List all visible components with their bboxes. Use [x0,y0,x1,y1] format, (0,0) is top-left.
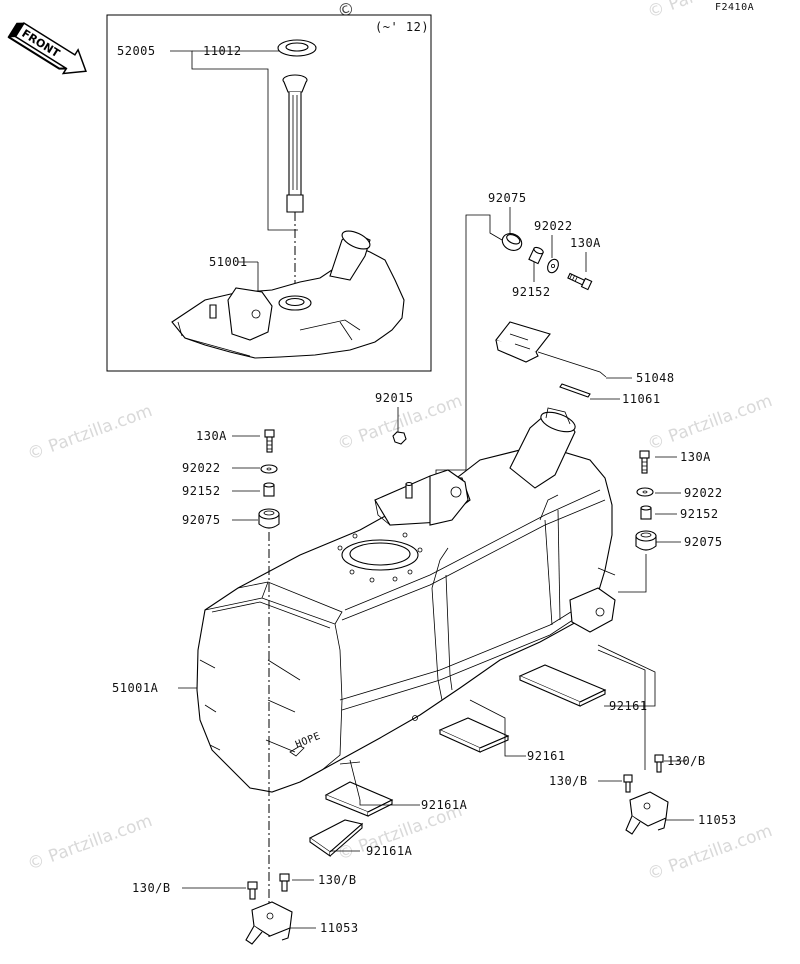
leader-line [597,649,646,770]
part-label-92075-right[interactable]: 92075 [684,535,723,549]
nut-92015 [392,431,407,445]
bolt-130b-b1 [247,881,258,900]
part-label-130b-r1[interactable]: 130/B [667,754,706,768]
collar-92152-left [263,482,275,497]
leader-line [469,699,526,757]
part-label-92161-r1[interactable]: 92161 [609,699,648,713]
leader-line [618,554,647,593]
part-label-130b-b2[interactable]: 130/B [318,873,357,887]
part-label-92161-r2[interactable]: 92161 [527,749,566,763]
leader-line [597,644,656,707]
part-label-51001a[interactable]: 51001A [112,681,159,695]
part-label-130b-r2[interactable]: 130/B [549,774,588,788]
part-label-92075-left[interactable]: 92075 [182,513,221,527]
grommet-92075-right [635,530,657,551]
part-label-130a-top[interactable]: 130A [570,236,601,250]
watermark-text: © Partzilla.com [645,391,775,455]
part-label-92152-top[interactable]: 92152 [512,285,551,299]
pad-92161a-upper [324,781,394,817]
leader-line [435,214,503,505]
part-label-92161a-2[interactable]: 92161A [366,844,413,858]
part-label-11012[interactable]: 11012 [203,44,242,58]
part-label-130a-right[interactable]: 130A [680,450,711,464]
bolt-130a-top [567,272,593,291]
grommet-92075-top [501,233,523,251]
watermark-text: © Partzilla.com [645,821,775,885]
part-label-11053-bottom[interactable]: 11053 [320,921,359,935]
part-label-92161a-1[interactable]: 92161A [421,798,468,812]
fuel-tank-inset-51001 [171,230,405,359]
bolt-130b-r2 [623,774,633,793]
part-label-92022-right[interactable]: 92022 [684,486,723,500]
grommet-92075-left [258,508,280,529]
seal-11061 [559,383,591,398]
pad-92161-lower [438,717,510,753]
fuel-sender-52005 [282,74,308,213]
leader-line [170,50,298,231]
front-arrow-icon: FRONT [7,22,87,75]
part-label-52005[interactable]: 52005 [117,44,156,58]
part-label-92015[interactable]: 92015 [375,391,414,405]
washer-92022-right [636,487,654,497]
washer-92022-top [547,258,559,274]
watermark-text: © Partzilla.com [25,401,155,465]
collar-92152-top [528,246,544,265]
fuel-tank-51001a: HOPE [196,407,616,793]
washer-92022-left [260,464,278,474]
part-label-51001[interactable]: 51001 [209,255,248,269]
gasket-11012 [277,39,317,57]
bracket-11053-bottom [245,901,293,945]
part-label-92075-top[interactable]: 92075 [488,191,527,205]
watermark-text-dark: © [335,0,358,23]
watermark-text: © Partzilla.com [25,811,155,875]
part-label-51048[interactable]: 51048 [636,371,675,385]
bolt-130b-r1 [654,754,664,773]
part-label-130a-left[interactable]: 130A [196,429,227,443]
part-label-92152-left[interactable]: 92152 [182,484,221,498]
bolt-130a-right [639,450,650,474]
part-label-92022-top[interactable]: 92022 [534,219,573,233]
part-label-130b-b1[interactable]: 130/B [132,881,171,895]
watermark-text: © Partzilla.com [645,0,775,23]
collar-92152-right [640,505,652,520]
part-label-11053-right[interactable]: 11053 [698,813,737,827]
part-label-11061[interactable]: 11061 [622,392,661,406]
bolt-130b-b2 [279,873,290,892]
part-label-92022-left[interactable]: 92022 [182,461,221,475]
pad-92161-upper [518,664,607,707]
part-label-92152-right[interactable]: 92152 [680,507,719,521]
leader-line [349,759,420,806]
inset-note: (~' 12) [375,20,429,34]
pad-92161a-lower [308,819,364,858]
bracket-11053-right [625,791,669,835]
diagram-code: F2410A [715,2,754,13]
cover-51048 [495,321,607,378]
bolt-130a-left [264,429,275,453]
inset-box [106,14,432,372]
